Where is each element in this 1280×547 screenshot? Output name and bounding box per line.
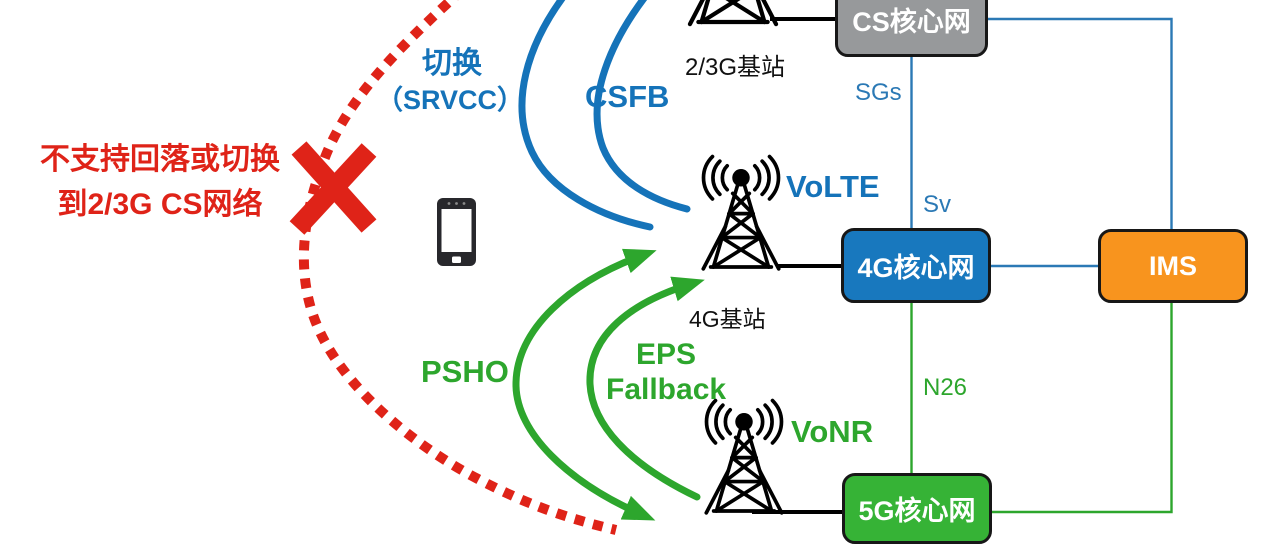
tower-5g-icon [704, 398, 784, 515]
core-4g-box: 4G核心网 [841, 228, 991, 303]
n26-interface-label: N26 [923, 374, 968, 401]
psho-arrow [512, 248, 657, 521]
cs-ims-line [988, 17, 1173, 229]
csfb-label: CSFB [585, 79, 670, 114]
bs-23g-label: 2/3G基站 [685, 54, 786, 81]
no-fallback-annotation-line1: 不支持回落或切换 [40, 143, 280, 176]
core-4g-box-label: 4G核心网 [857, 253, 975, 283]
sv-interface-label: Sv [923, 191, 952, 218]
nr-ims-line [992, 303, 1173, 514]
ims-box-label: IMS [1148, 250, 1197, 281]
srvcc-label-line2: （SRVCC） [375, 85, 525, 115]
core-5g-box-label: 5G核心网 [858, 496, 976, 526]
eps-fallback-label-line1: EPS [635, 338, 697, 371]
no-fallback-annotation-line2: 到2/3G CS网络 [57, 188, 263, 221]
srvcc-label-line1: 切换 [422, 47, 482, 80]
cs-core-box: CS核心网 [835, 0, 988, 57]
tower-23g-icon [690, 0, 776, 24]
eps-fallback-arrow [586, 276, 705, 501]
ims-box: IMS [1098, 229, 1248, 303]
bs-4g-label: 4G基站 [689, 306, 766, 332]
volte-label: VoLTE [786, 169, 880, 204]
core-5g-box: 5G核心网 [842, 473, 992, 544]
red-dotted-curve [298, 0, 618, 535]
tower-4g-icon [701, 154, 781, 271]
csfb-arc [593, 0, 691, 213]
cs-core-box-label: CS核心网 [852, 7, 971, 37]
red-cross-icon [289, 141, 377, 235]
phone-icon [437, 198, 476, 266]
sgs-interface-label: SGs [855, 79, 902, 106]
eps-fallback-label-line2: Fallback [606, 373, 727, 406]
srvcc-arc [518, 0, 654, 231]
vonr-label: VoNR [791, 414, 874, 449]
psho-label: PSHO [421, 354, 509, 389]
